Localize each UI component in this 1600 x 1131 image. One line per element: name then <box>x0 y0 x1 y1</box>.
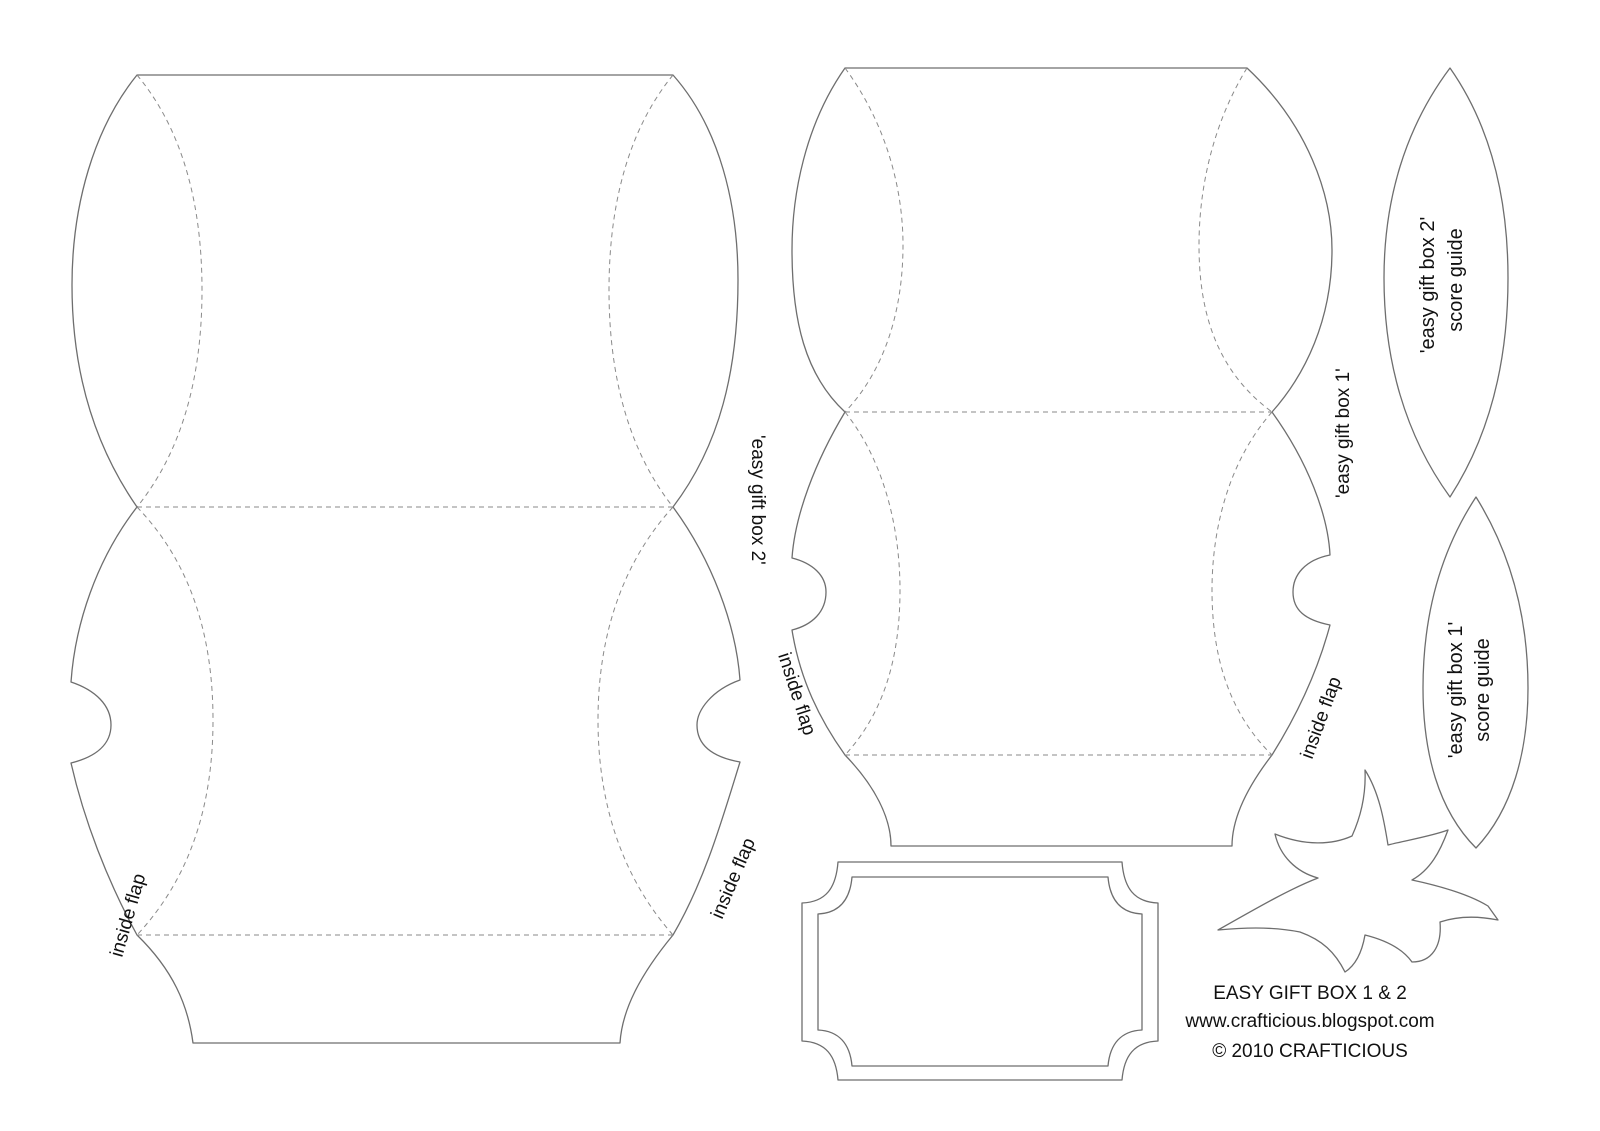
score-guide-2: 'easy gift box 2' score guide <box>1383 67 1509 498</box>
gift-box-2-flap-right-label: inside flap <box>707 835 760 922</box>
gift-box-2-flap-left-label: inside flap <box>107 871 151 959</box>
score-guide-2-outline <box>1383 67 1509 498</box>
score-guide-2-line-1: 'easy gift box 2' <box>1417 217 1439 354</box>
label-tag-template <box>801 861 1159 1081</box>
credit-website: www.crafticious.blogspot.com <box>1185 1011 1435 1032</box>
gift-box-2-name-label: 'easy gift box 2' <box>747 435 768 565</box>
gift-box-2-score-bottom-right <box>597 506 674 936</box>
label-tag-outer-outline <box>801 861 1159 1081</box>
holly-leaf-template <box>1217 769 1499 973</box>
score-guide-1-line-1: 'easy gift box 1' <box>1445 622 1467 759</box>
gift-box-1-name-label: 'easy gift box 1' <box>1333 368 1354 498</box>
label-tag-inner-outline <box>817 876 1143 1067</box>
gift-box-1-flap-left-label: inside flap <box>773 650 819 738</box>
score-guide-2-line-2: score guide <box>1445 228 1467 331</box>
gift-box-1-score-bottom-right <box>1211 411 1273 756</box>
score-guide-1-outline <box>1422 496 1529 849</box>
gift-box-2-score-top-left <box>136 74 203 508</box>
credit-copyright: © 2010 CRAFTICIOUS <box>1212 1041 1408 1062</box>
gift-box-2-template: 'easy gift box 2' inside flap inside fla… <box>70 74 768 1044</box>
gift-box-2-score-top-right <box>608 74 674 508</box>
score-guide-1-line-2: score guide <box>1472 638 1494 741</box>
gift-box-1-template: 'easy gift box 1' inside flap inside fla… <box>773 67 1354 847</box>
gift-box-2-outline <box>70 74 741 1044</box>
gift-box-1-score-top-right <box>1198 67 1273 413</box>
gift-box-1-outline <box>791 67 1333 847</box>
gift-box-1-score-top-left <box>844 67 904 413</box>
gift-box-1-flap-right-label: inside flap <box>1297 674 1346 762</box>
gift-box-2-score-bottom-left <box>136 506 214 936</box>
score-guide-1: 'easy gift box 1' score guide <box>1422 496 1529 849</box>
holly-leaf-icon <box>1217 769 1499 973</box>
gift-box-1-score-bottom-left <box>844 411 901 756</box>
credit-title: EASY GIFT BOX 1 & 2 <box>1213 983 1407 1004</box>
